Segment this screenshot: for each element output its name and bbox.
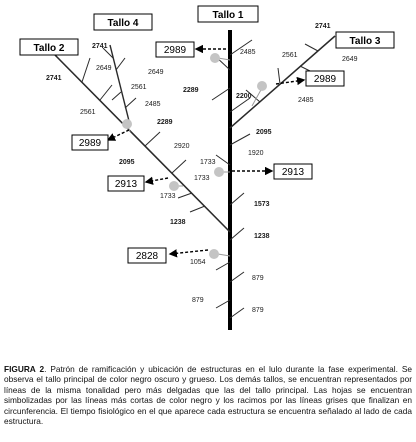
cluster-value-box: 2828 [136,251,159,262]
cluster-value-box: 2913 [115,179,138,190]
stem-title-boxes: Tallo 1 Tallo 4 Tallo 2 Tallo 3 [19,5,395,56]
time-label: 2485 [145,101,161,108]
time-label: 2289 [157,119,173,126]
caption-text: . Patrón de ramificación y ubicación de … [4,364,412,427]
time-label: 2649 [148,69,164,76]
time-label: 1573 [254,201,270,208]
main-stem-leaves [211,39,253,319]
time-label: 879 [192,297,204,304]
time-label: 2561 [131,84,147,91]
branching-diagram: Tallo 1 Tallo 4 Tallo 2 Tallo 3 2989 298… [19,5,395,330]
cluster-circle [122,119,132,129]
thermal-time-labels: 2741 2741 2649 2649 2561 2561 2485 2289 … [46,23,358,314]
cluster-circle [210,53,220,63]
time-label: 879 [252,275,264,282]
stem-4-title: Tallo 4 [108,18,139,29]
stem-3-title: Tallo 3 [350,36,381,47]
time-label: 1733 [200,159,216,166]
stem-1-title: Tallo 1 [213,10,244,21]
time-label: 2485 [298,97,314,104]
cluster-value-box: 2989 [164,45,187,56]
stem-3-line [229,35,336,129]
time-label: 2289 [183,87,199,94]
time-label: 2200 [236,93,252,100]
time-label: 2920 [174,143,190,150]
cluster-value-boxes: 2989 2989 2989 2913 2913 2828 [71,41,345,264]
stem-2-line [54,54,231,233]
time-label: 1238 [254,233,270,240]
caption-label: FIGURA 2 [4,364,45,374]
arrows [106,44,306,258]
time-label: 879 [252,307,264,314]
cluster-value-box: 2989 [314,74,337,85]
stem-2-title: Tallo 2 [34,43,65,54]
stem-4-leaves [102,47,137,109]
time-label: 2649 [96,65,112,72]
time-label: 2561 [282,52,298,59]
cluster-circle [214,167,224,177]
time-label: 2095 [256,129,272,136]
time-label: 2095 [119,159,135,166]
time-label: 2485 [240,49,256,56]
cluster-circle [169,181,179,191]
cluster-value-box: 2913 [282,167,305,178]
time-label: 1920 [248,150,264,157]
time-label: 2741 [315,23,331,30]
clusters [122,53,267,259]
time-label: 2561 [80,109,96,116]
time-label: 2649 [342,56,358,63]
cluster-circle [209,249,219,259]
stem-4-line [109,44,131,126]
time-label: 1733 [194,175,210,182]
cluster-circle [257,81,267,91]
time-label: 2741 [92,43,108,50]
time-label: 1238 [170,219,186,226]
time-label: 2741 [46,75,62,82]
time-label: 1733 [160,193,176,200]
time-label: 1054 [190,259,206,266]
stem-3-leaves [245,43,319,103]
stem-2-leaves [81,57,206,213]
cluster-value-box: 2989 [79,138,102,149]
figure-caption: FIGURA 2. Patrón de ramificación y ubica… [4,364,412,426]
